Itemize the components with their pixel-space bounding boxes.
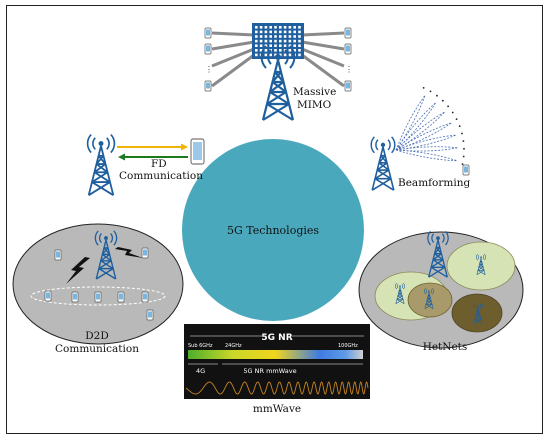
diagram-border	[6, 5, 543, 434]
d2d-label-line2: Communication	[55, 343, 139, 355]
mimo-beams	[211, 31, 345, 88]
beamforming-group: Beamforming	[370, 86, 470, 191]
svg-text:⋮: ⋮	[345, 65, 353, 74]
spectrum-mmwave-band: 5G NR mmWave	[243, 367, 296, 375]
d2d-ellipse	[12, 223, 184, 345]
fd-group: FD Communication	[86, 133, 205, 197]
fd-label-line2: Communication	[119, 170, 203, 182]
mmwave-label: mmWave	[253, 403, 301, 415]
massive-mimo-group: ⋮ ⋮ Massive MIMO	[204, 23, 353, 122]
center-label: 5G Technologies	[227, 224, 319, 237]
hetnets-cell-1	[446, 241, 516, 291]
beamforming-tower-icon	[370, 136, 396, 191]
mimo-phones: ⋮ ⋮	[204, 27, 353, 92]
hetnets-label: HetNets	[423, 341, 468, 353]
mmwave-group: 5G NR Sub 6GHz 24GHz 100GHz 4G 5G NR mmW…	[184, 324, 370, 415]
spectrum-sub6: Sub 6GHz	[188, 343, 213, 349]
spectrum-wave	[185, 381, 369, 395]
fd-phone-icon	[190, 138, 205, 165]
hetnets-group: HetNets	[358, 230, 524, 353]
d2d-group: D2D Communication	[12, 223, 184, 355]
fd-tower-icon	[86, 133, 116, 197]
beamforming-phone-icon	[462, 164, 470, 176]
spectrum-100ghz: 100GHz	[338, 343, 358, 349]
spectrum-bar	[188, 350, 363, 359]
spectrum-4g: 4G	[196, 367, 205, 375]
central-circle	[182, 139, 364, 321]
d2d-signal-bolts	[66, 247, 143, 284]
svg-text:⋮: ⋮	[205, 65, 213, 74]
mimo-antenna-array	[252, 23, 304, 59]
fd-label-line1: FD	[151, 158, 167, 170]
d2d-cluster	[30, 286, 166, 306]
d2d-label-line1: D2D	[85, 330, 109, 342]
spectrum-24ghz: 24GHz	[225, 343, 242, 349]
mimo-label-line2: MIMO	[297, 99, 332, 111]
spectrum-title: 5G NR	[261, 333, 292, 343]
mimo-label-line1: Massive	[293, 86, 336, 98]
beamforming-label: Beamforming	[398, 177, 470, 189]
beam-lobes	[395, 86, 465, 166]
